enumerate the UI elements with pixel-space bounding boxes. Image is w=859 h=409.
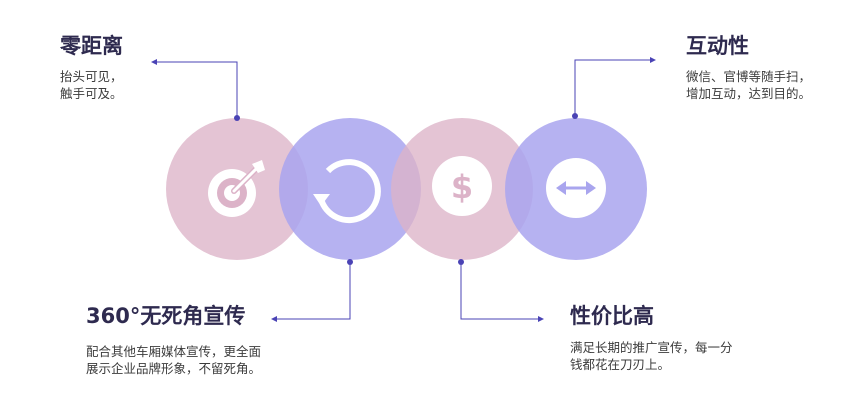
swap-arrows-icon bbox=[546, 158, 606, 218]
target-icon bbox=[208, 160, 265, 217]
desc-line: 微信、官博等随手扫， bbox=[686, 69, 812, 84]
title-zero-distance: 零距离 bbox=[60, 34, 123, 58]
desc-line: 抬头可见， bbox=[60, 69, 123, 84]
svg-text:$: $ bbox=[451, 168, 473, 206]
refresh-icon bbox=[313, 159, 381, 224]
desc-360-coverage: 配合其他车厢媒体宣传，更全面 展示企业品牌形象，不留死角。 bbox=[86, 343, 261, 377]
connector-3 bbox=[458, 259, 544, 322]
desc-cost-effective: 满足长期的推广宣传，每一分 钱都花在刀刃上。 bbox=[570, 339, 733, 373]
desc-line: 钱都花在刀刃上。 bbox=[570, 357, 671, 372]
connector-2 bbox=[271, 259, 353, 322]
title-cost-effective: 性价比高 bbox=[570, 304, 654, 328]
circle-refresh bbox=[279, 118, 421, 260]
dollar-icon: $ bbox=[432, 156, 492, 216]
desc-interactive: 微信、官博等随手扫， 增加互动，达到目的。 bbox=[686, 68, 811, 102]
title-interactive: 互动性 bbox=[686, 34, 749, 58]
desc-line: 增加互动，达到目的。 bbox=[686, 86, 812, 101]
desc-line: 展示企业品牌形象，不留死角。 bbox=[86, 361, 262, 376]
desc-line: 配合其他车厢媒体宣传，更全面 bbox=[86, 344, 262, 359]
desc-line: 满足长期的推广宣传，每一分 bbox=[570, 340, 733, 355]
title-360-coverage: 360°无死角宣传 bbox=[86, 304, 246, 328]
connector-1 bbox=[151, 59, 240, 121]
desc-line: 触手可及。 bbox=[60, 86, 123, 101]
connector-4 bbox=[572, 57, 656, 119]
desc-zero-distance: 抬头可见， 触手可及。 bbox=[60, 68, 123, 102]
